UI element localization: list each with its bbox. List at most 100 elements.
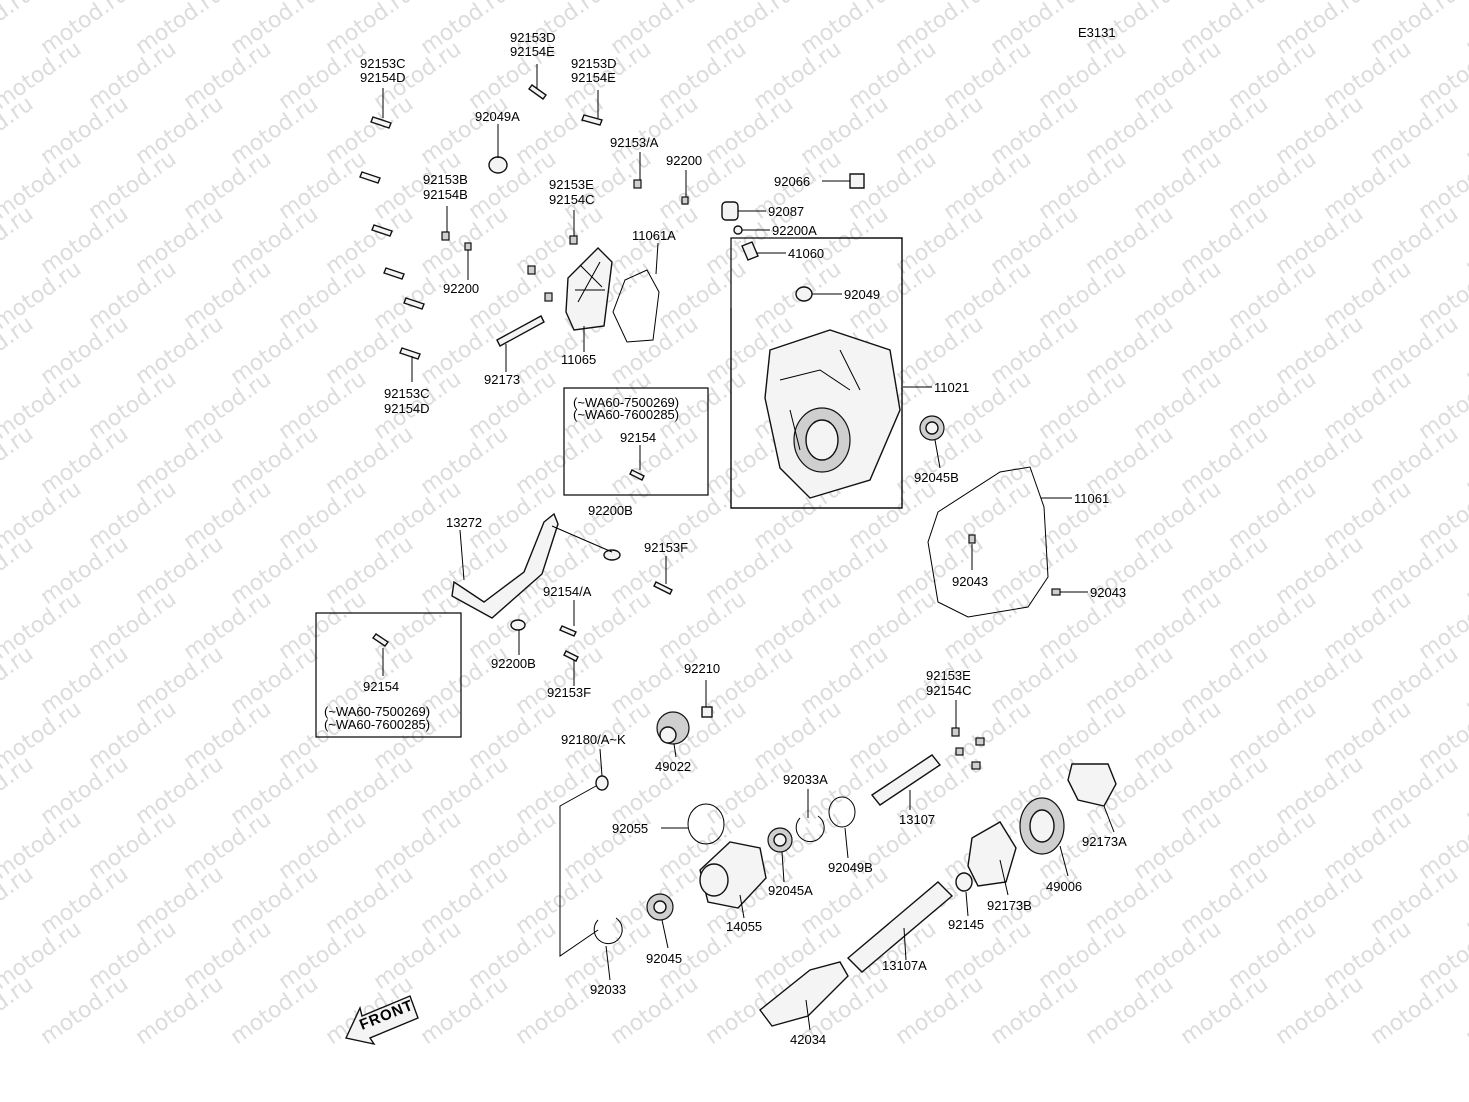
watermark-text: motod.ru [464,697,561,775]
label-11061a: 11061A [632,228,676,243]
spring-92145 [955,872,973,892]
watermark-text: motod.ru [321,92,418,170]
watermark-text: motod.ru [844,37,941,115]
gasket-11061 [927,466,1049,618]
watermark-text: motod.ru [226,642,323,720]
watermark-text: motod.ru [1224,477,1321,555]
plate-92173 [496,315,545,347]
watermark-text: motod.ru [1224,37,1321,115]
watermark-text: motod.ru [1176,532,1273,610]
watermark-text: motod.ru [1461,202,1469,280]
serial-note-lower-line1: (~WA60-7500269) [324,704,430,719]
watermark-text: motod.ru [131,752,228,830]
watermark-text: motod.ru [939,147,1036,225]
watermark-text: motod.ru [796,642,893,720]
watermark-text: motod.ru [511,422,608,500]
watermark-text: motod.ru [1271,312,1368,390]
watermark-text: motod.ru [416,422,513,500]
label-92154-box2: 92154 [363,679,399,694]
watermark-text: motod.ru [1081,862,1178,940]
label-92154a: 92154/A [543,584,592,599]
label-49022: 49022 [655,759,691,774]
watermark-text: motod.ru [131,92,228,170]
watermark-text: motod.ru [844,477,941,555]
watermark-text: motod.ru [226,202,323,280]
watermark-text: motod.ru [36,92,133,170]
watermark-text: motod.ru [321,422,418,500]
watermark-text: motod.ru [274,587,371,665]
watermark-text: motod.ru [1176,972,1273,1050]
crankcase-cover-11021 [764,329,901,499]
watermark-text: motod.ru [1271,642,1368,720]
oil-seal-92049 [795,286,813,302]
label-92154c-top: 92154C [549,192,595,207]
label-13107a: 13107A [882,958,927,973]
watermark-text: motod.ru [0,972,38,1050]
watermark-text: motod.ru [321,862,418,940]
label-92180: 92180/A~K [561,732,626,747]
watermark-text: motod.ru [416,862,513,940]
washer-92200b-top [603,549,621,561]
watermark-text: motod.ru [749,37,846,115]
serial-note-upper-line1: (~WA60-7500269) [573,395,679,410]
watermark-text: motod.ru [986,422,1083,500]
watermark-text: motod.ru [274,917,371,995]
watermark-text: motod.ru [511,642,608,720]
cover-plate-11065 [565,247,613,331]
bolt-92153f-bot [563,650,579,662]
watermark-text: motod.ru [131,422,228,500]
watermark-text: motod.ru [986,202,1083,280]
watermark-text: motod.ru [0,0,38,60]
watermark-text: motod.ru [939,37,1036,115]
watermark-text: motod.ru [1129,367,1226,445]
watermark-text: motod.ru [131,642,228,720]
clamp-92173b [967,821,1017,887]
label-92154-box1: 92154 [620,430,656,445]
watermark-text: motod.ru [986,532,1083,610]
watermark-text: motod.ru [36,422,133,500]
label-92200b-bot: 92200B [491,656,536,671]
watermark-text: motod.ru [939,477,1036,555]
watermark-text: motod.ru [1319,37,1416,115]
label-92153e-top: 92153E [549,177,594,192]
watermark-text: motod.ru [84,257,181,335]
diagram-code: E3131 [1078,25,1116,40]
watermark-text: motod.ru [1319,807,1416,885]
watermark-text: motod.ru [986,972,1083,1050]
watermark-text: motod.ru [654,37,751,115]
watermark-text: motod.ru [179,37,276,115]
watermark-text: motod.ru [654,257,751,335]
watermark-text: motod.ru [416,202,513,280]
watermark-text: motod.ru [84,917,181,995]
watermark-text: motod.ru [179,367,276,445]
watermark-text: motod.ru [701,752,798,830]
label-11061: 11061 [1074,491,1109,506]
serial-note-upper-line2: (~WA60-7600285) [573,407,679,422]
watermark-text: motod.ru [1176,312,1273,390]
watermark-text: motod.ru [1129,257,1226,335]
watermark-text: motod.ru [84,477,181,555]
watermark-text: motod.ru [1224,367,1321,445]
watermark-text: motod.ru [179,587,276,665]
watermark-text: motod.ru [1461,972,1469,1050]
watermark-text: motod.ru [1224,697,1321,775]
label-92200-top: 92200 [666,153,702,168]
watermark-text: motod.ru [274,147,371,225]
label-92154d-bot: 92154D [384,401,430,416]
watermark-text: motod.ru [891,92,988,170]
watermark-text: motod.ru [1271,752,1368,830]
label-11065: 11065 [561,352,596,367]
watermark-text: motod.ru [1034,37,1131,115]
watermark-text: motod.ru [1271,202,1368,280]
watermark-text: motod.ru [1034,477,1131,555]
label-92049a: 92049A [475,109,520,124]
watermark-text: motod.ru [321,202,418,280]
watermark-text: motod.ru [274,807,371,885]
watermark-text: motod.ru [1366,972,1463,1050]
label-92153e-bot: 92153E [926,668,971,683]
watermark-text: motod.ru [0,202,38,280]
watermark-text: motod.ru [369,917,466,995]
watermark-text: motod.ru [1176,202,1273,280]
label-92033: 92033 [590,982,626,997]
watermark-text: motod.ru [416,972,513,1050]
